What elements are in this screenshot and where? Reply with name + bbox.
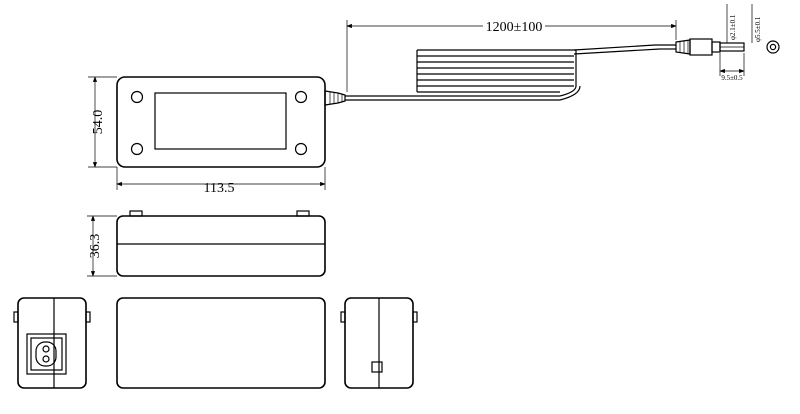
- dim-body-length: 113.5: [204, 181, 235, 196]
- cable: [345, 44, 676, 101]
- ac-pin-bottom: [42, 355, 50, 363]
- label-window: [154, 92, 287, 150]
- bottom-view: [116, 297, 326, 389]
- bottom-view-body: [116, 297, 326, 389]
- plug-end-inner: [769, 43, 777, 51]
- screw-hole-bl: [130, 142, 144, 156]
- top-view: φ2.1±0.1 φ5.5±0.1 9.5±0.5 1200±100 54.0 …: [88, 4, 780, 196]
- screw-hole-tl: [130, 90, 144, 104]
- screw-hole-tr: [294, 90, 308, 104]
- dim-cable-length: 1200±100: [486, 20, 543, 35]
- dim-body-width: 54.0: [91, 110, 106, 135]
- ac-inlet-socket: [35, 341, 57, 367]
- cable-end-view: [340, 297, 418, 389]
- side-view-body: [116, 215, 326, 277]
- ac-inlet-outer: [26, 333, 67, 375]
- inlet-end-view: [13, 297, 91, 389]
- dim-plug-length: 9.5±0.5: [721, 74, 743, 82]
- inlet-end-body: [17, 297, 87, 389]
- side-foot-right: [296, 210, 310, 217]
- cable-exit-square: [371, 361, 383, 373]
- dc-plug: [675, 38, 780, 56]
- top-view-body: [116, 76, 326, 168]
- dim-plug-inner-diameter: φ2.1±0.1: [729, 14, 737, 40]
- side-foot-left: [129, 210, 143, 217]
- dim-plug-outer-diameter: φ5.5±0.1: [754, 16, 762, 42]
- screw-hole-br: [294, 142, 308, 156]
- plug-end-outer: [766, 40, 780, 54]
- side-view: 36.3: [87, 210, 326, 277]
- ac-inlet-inner: [30, 337, 63, 371]
- ac-pin-top: [42, 345, 50, 353]
- dim-body-height: 36.3: [88, 234, 103, 259]
